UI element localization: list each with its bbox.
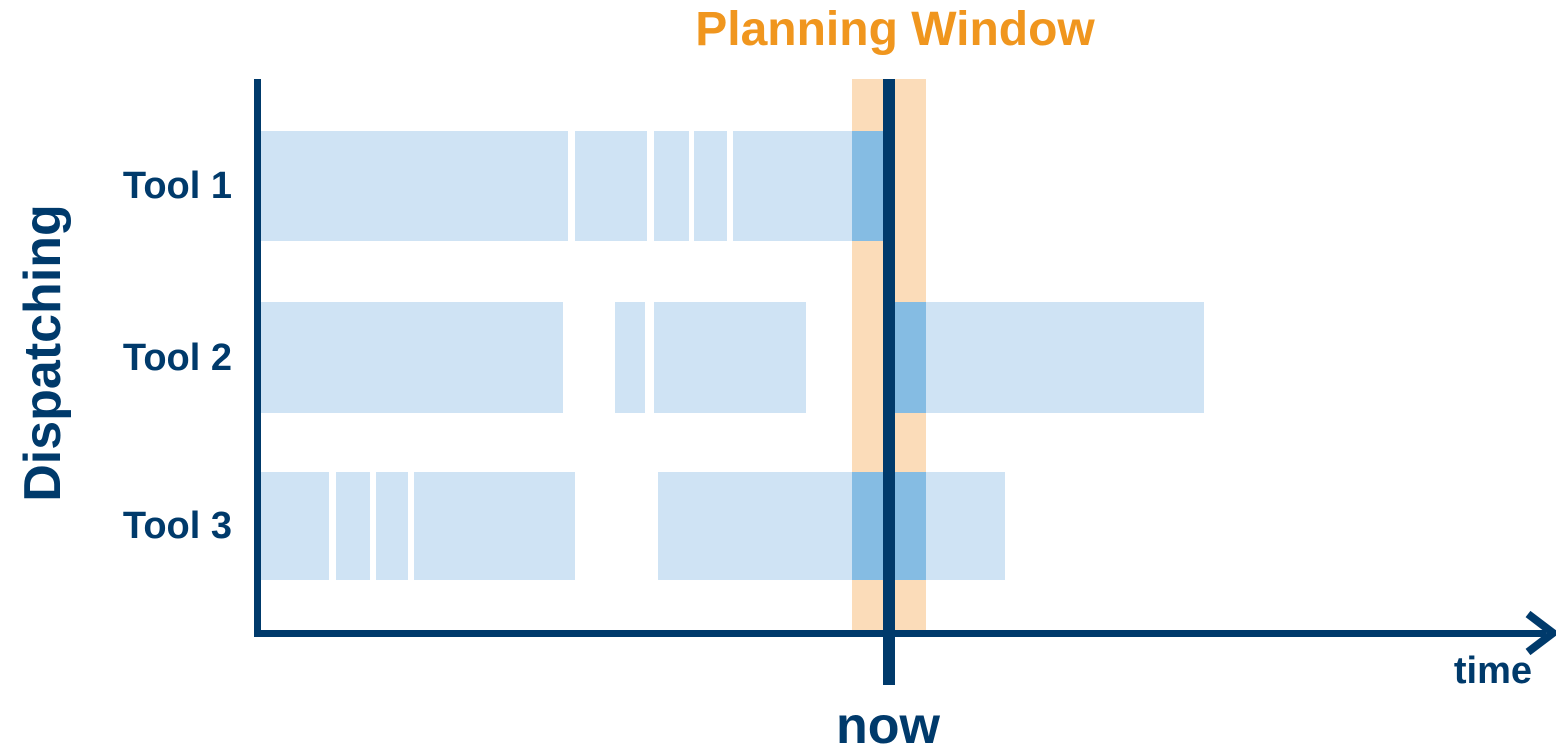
gantt-bar	[260, 131, 568, 241]
planning-window-title: Planning Window	[695, 3, 1095, 56]
x-axis-label-time: time	[1453, 650, 1532, 692]
gantt-bar	[658, 472, 1005, 580]
gantt-bar	[615, 302, 645, 413]
now-label: now	[836, 697, 940, 744]
gantt-bar	[654, 302, 806, 413]
y-axis-line	[254, 79, 261, 637]
now-line	[883, 79, 895, 685]
row-label-tool-1: Tool 1	[122, 165, 232, 207]
gantt-bar	[260, 472, 329, 580]
gantt-bar	[883, 302, 1204, 413]
x-axis-arrow-icon	[1525, 610, 1556, 656]
gantt-bar-overlap	[852, 131, 883, 241]
gantt-bar	[376, 472, 408, 580]
gantt-bar	[336, 472, 370, 580]
x-axis-line	[254, 630, 1546, 637]
gantt-bar	[259, 302, 563, 413]
gantt-bar	[575, 131, 647, 241]
gantt-bar	[654, 131, 689, 241]
gantt-bar	[694, 131, 727, 241]
gantt-bar	[414, 472, 575, 580]
row-label-tool-3: Tool 3	[122, 505, 232, 547]
row-label-tool-2: Tool 2	[122, 336, 232, 379]
